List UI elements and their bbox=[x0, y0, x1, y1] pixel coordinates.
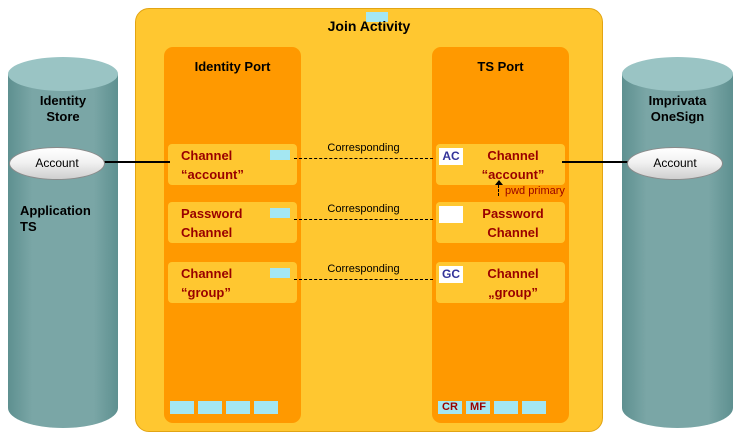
channel-label: Password Channel bbox=[464, 204, 562, 242]
cylinder-top-ellipse bbox=[622, 57, 733, 91]
ac-tag: AC bbox=[439, 148, 463, 165]
identity-store-label: Identity Store bbox=[8, 93, 118, 125]
channel-line1: Channel bbox=[487, 148, 539, 163]
corresponding-label: Corresponding bbox=[327, 203, 400, 215]
bottom-indicator bbox=[254, 401, 278, 414]
channel-line1: Password bbox=[482, 206, 544, 221]
ts-channel-group: GC Channel „group” bbox=[436, 262, 565, 303]
channel-line2: “account” bbox=[481, 167, 545, 182]
ts-channel-account: AC Channel “account” bbox=[436, 144, 565, 185]
onesign-cylinder: Imprivata OneSign bbox=[622, 57, 733, 428]
bottom-indicator bbox=[198, 401, 222, 414]
corresponding-line bbox=[294, 219, 433, 220]
channel-line1: Channel bbox=[487, 266, 539, 281]
join-activity-title: Join Activity bbox=[327, 18, 411, 34]
application-ts-label: Application TS bbox=[20, 203, 91, 234]
pwd-primary-arrow bbox=[498, 185, 499, 196]
channel-label: Channel “account” bbox=[181, 146, 244, 184]
channel-label: Channel “account” bbox=[464, 146, 562, 184]
corresponding-line bbox=[294, 158, 433, 159]
pwd-primary-arrowhead bbox=[495, 180, 503, 185]
activity-status-chip bbox=[366, 12, 388, 22]
cylinder-body bbox=[622, 74, 733, 428]
identity-port-panel: Identity Port Channel “account” Password… bbox=[164, 47, 301, 423]
corresponding-line bbox=[294, 279, 433, 280]
channel-line2: “account” bbox=[181, 167, 244, 182]
channel-line1: Password bbox=[181, 206, 243, 221]
mf-indicator: MF bbox=[466, 401, 490, 414]
connector-line-right bbox=[562, 161, 634, 163]
pwd-primary-label: pwd primary bbox=[505, 185, 565, 197]
account-ellipse-left: Account bbox=[9, 147, 105, 180]
channel-status-chip bbox=[270, 268, 290, 278]
ts-port-panel: TS Port AC Channel “account” Password Ch… bbox=[432, 47, 569, 423]
ts-port-title: TS Port bbox=[477, 59, 524, 74]
channel-line1: Channel bbox=[181, 266, 233, 281]
cr-indicator: CR bbox=[438, 401, 462, 414]
channel-status-chip bbox=[270, 208, 290, 218]
account-ellipse-right: Account bbox=[627, 147, 723, 180]
identity-store-label-text: Identity Store bbox=[39, 93, 87, 124]
channel-line2: „group” bbox=[488, 285, 538, 300]
identity-store-cylinder: Identity Store Application TS bbox=[8, 57, 118, 428]
gc-tag: GC bbox=[439, 266, 463, 283]
channel-label: Channel “group” bbox=[181, 264, 232, 302]
channel-status-chip bbox=[270, 150, 290, 160]
onesign-label-text: Imprivata OneSign bbox=[648, 93, 707, 124]
identity-port-title: Identity Port bbox=[194, 59, 271, 74]
cylinder-body bbox=[8, 74, 118, 428]
bottom-indicator bbox=[226, 401, 250, 414]
onesign-label: Imprivata OneSign bbox=[622, 93, 733, 125]
bottom-indicator bbox=[522, 401, 546, 414]
bottom-indicator bbox=[494, 401, 518, 414]
channel-line2: Channel bbox=[181, 225, 233, 240]
channel-line2: Channel bbox=[487, 225, 539, 240]
corresponding-label: Corresponding bbox=[327, 263, 400, 275]
corresponding-label: Corresponding bbox=[327, 142, 400, 154]
channel-label: Channel „group” bbox=[464, 264, 562, 302]
join-activity-box: Join Activity Identity Port Channel “acc… bbox=[135, 8, 603, 432]
ts-channel-password: Password Channel bbox=[436, 202, 565, 243]
channel-line1: Channel bbox=[181, 148, 233, 163]
identity-channel-account: Channel “account” bbox=[168, 144, 297, 185]
connector-line-left bbox=[100, 161, 170, 163]
empty-tag bbox=[439, 206, 463, 223]
identity-channel-password: Password Channel bbox=[168, 202, 297, 243]
identity-channel-group: Channel “group” bbox=[168, 262, 297, 303]
channel-line2: “group” bbox=[181, 285, 231, 300]
bottom-indicator bbox=[170, 401, 194, 414]
cylinder-top-ellipse bbox=[8, 57, 118, 91]
channel-label: Password Channel bbox=[181, 204, 242, 242]
